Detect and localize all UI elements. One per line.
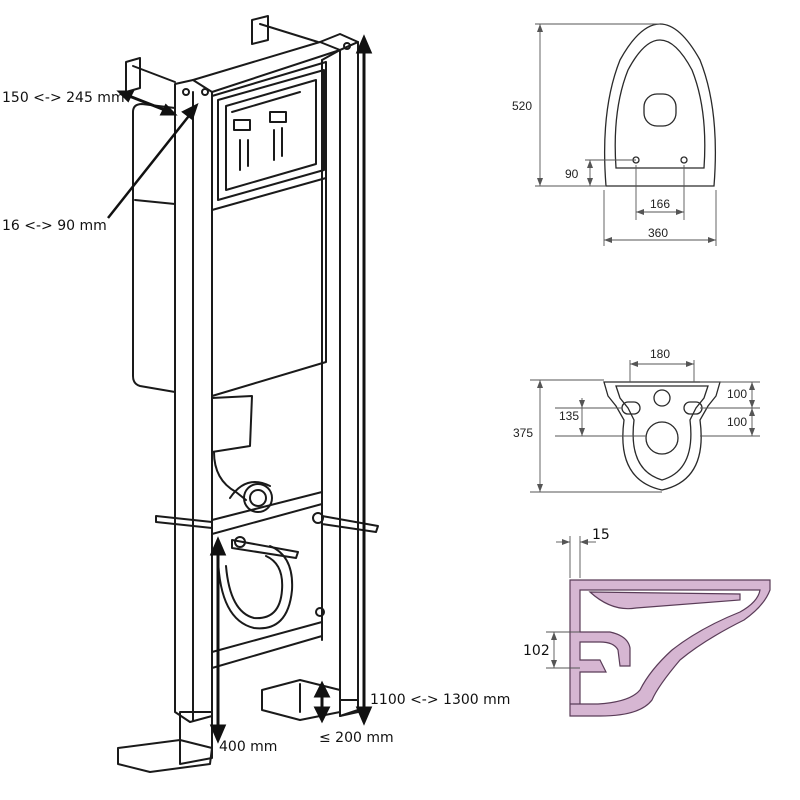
hole-spacing-label: 166 bbox=[650, 197, 671, 211]
hole-from-wall-label: 90 bbox=[565, 167, 579, 181]
foot-max-label: ≤ 200 mm bbox=[319, 730, 394, 746]
outlet-height-label: 102 bbox=[523, 643, 550, 659]
wall-gap-label: 15 bbox=[592, 527, 610, 543]
depth-range-label: 150 <-> 245 mm bbox=[2, 90, 125, 106]
bottom-height-label: 400 mm bbox=[219, 739, 278, 755]
hole-height-label: 135 bbox=[559, 409, 580, 423]
upper-offset-label: 100 bbox=[727, 387, 748, 401]
rear-height-label: 375 bbox=[513, 426, 534, 440]
top-spacing-label: 180 bbox=[650, 347, 671, 361]
bowl-length-label: 520 bbox=[512, 99, 533, 113]
bowl-width-label: 360 bbox=[648, 226, 669, 240]
frame-drawing bbox=[107, 15, 379, 773]
lower-offset-label: 100 bbox=[727, 415, 748, 429]
offset-range-label: 16 <-> 90 mm bbox=[2, 218, 107, 234]
height-range-label: 1100 <-> 1300 mm bbox=[370, 692, 511, 708]
